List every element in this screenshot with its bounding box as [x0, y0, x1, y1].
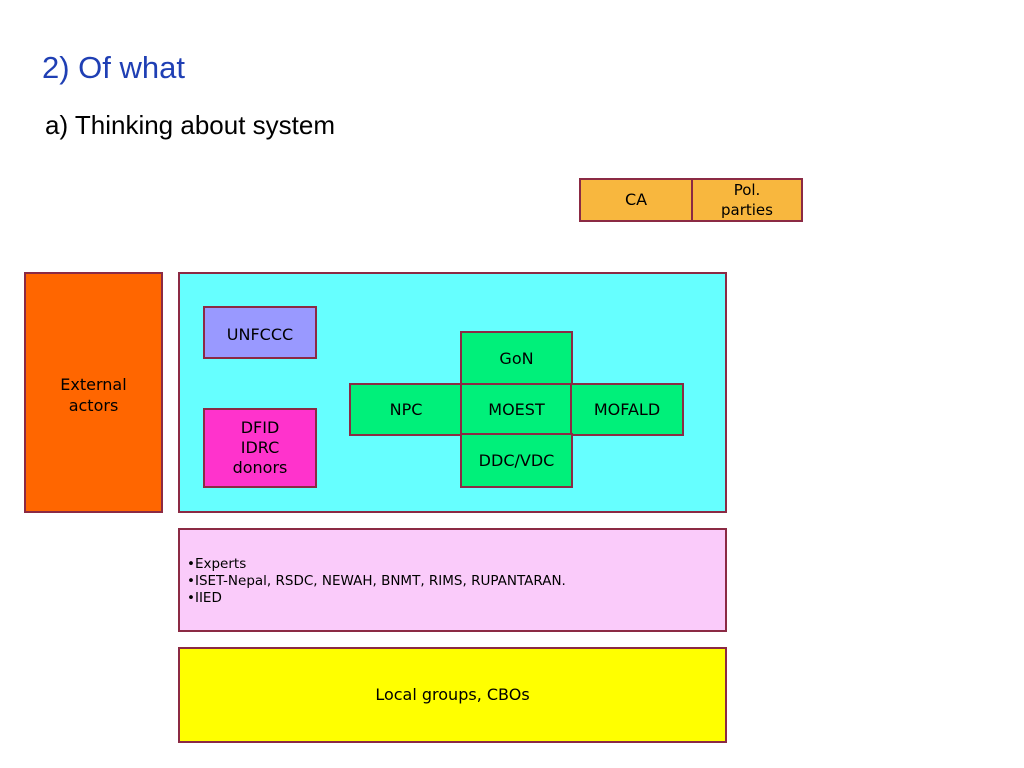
mofald-label: MOFALD — [593, 399, 661, 419]
pol-parties-line1: Pol. — [733, 181, 761, 199]
ddc-vdc-box: DDC/VDC — [460, 433, 573, 488]
external-actors-box: External actors — [24, 272, 163, 513]
local-groups-label: Local groups, CBOs — [375, 685, 530, 704]
gon-box: GoN — [460, 331, 573, 386]
donors-line3: donors — [232, 458, 288, 477]
experts-list: Experts ISET-Nepal, RSDC, NEWAH, BNMT, R… — [187, 556, 725, 607]
donors-line2: IDRC — [240, 438, 280, 457]
moest-label: MOEST — [488, 399, 545, 419]
experts-item: IIED — [187, 590, 725, 607]
donors-line1: DFID — [240, 418, 280, 437]
local-groups-box: Local groups, CBOs — [178, 647, 727, 743]
slide-subtitle: a) Thinking about system — [45, 110, 335, 140]
npc-box: NPC — [349, 383, 463, 436]
pol-parties-line2: parties — [721, 201, 773, 219]
donors-box: DFID IDRC donors — [203, 408, 317, 488]
experts-item: Experts — [187, 556, 725, 573]
experts-item: ISET-Nepal, RSDC, NEWAH, BNMT, RIMS, RUP… — [187, 573, 725, 590]
external-actors-line1: External — [60, 375, 127, 394]
unfccc-box: UNFCCC — [203, 306, 317, 359]
mofald-box: MOFALD — [570, 383, 684, 436]
ca-label: CA — [624, 190, 648, 209]
experts-box: Experts ISET-Nepal, RSDC, NEWAH, BNMT, R… — [178, 528, 727, 632]
external-actors-line2: actors — [68, 396, 119, 415]
npc-label: NPC — [389, 399, 423, 419]
gon-label: GoN — [499, 348, 534, 368]
ddc-vdc-label: DDC/VDC — [478, 450, 555, 470]
moest-box: MOEST — [460, 383, 573, 436]
ca-box: CA — [579, 178, 693, 222]
slide-title: 2) Of what — [42, 50, 185, 85]
pol-parties-box: Pol. parties — [691, 178, 803, 222]
unfccc-label: UNFCCC — [226, 325, 294, 344]
